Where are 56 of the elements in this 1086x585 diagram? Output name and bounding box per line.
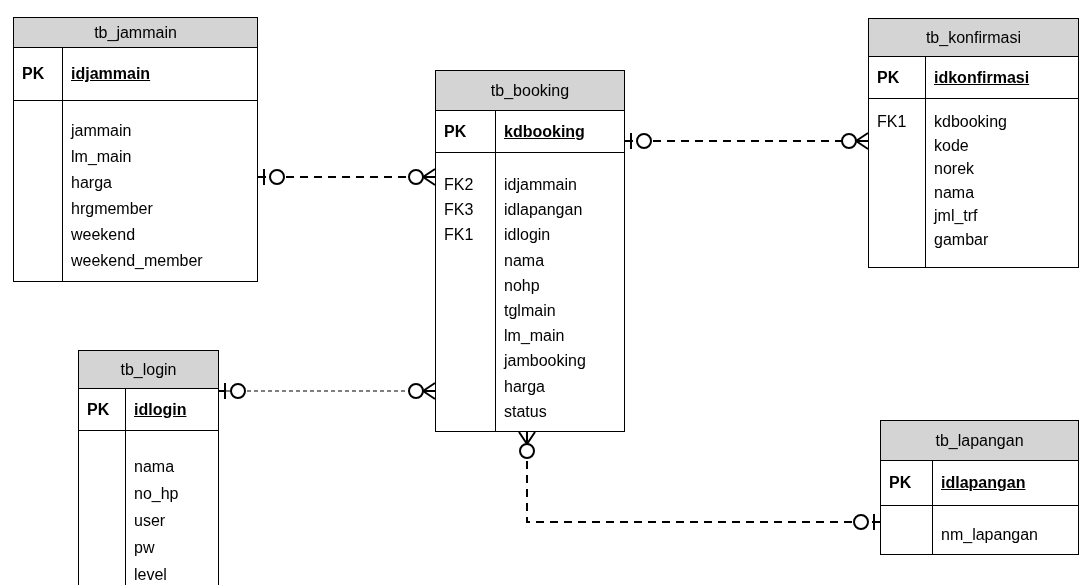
relationship-line [218, 382, 436, 400]
key-label: PK [22, 65, 46, 83]
field-name: nama [134, 457, 176, 477]
table-name: tb_booking [490, 81, 570, 100]
field-name: status [504, 401, 548, 422]
field-name: jml_trf [934, 206, 979, 227]
foreign-key-label: FK1 [444, 225, 475, 246]
key-label: PK [889, 474, 913, 492]
table-name: tb_jammain [94, 23, 177, 42]
key-label: PK [444, 122, 468, 141]
field-name: harga [71, 173, 113, 193]
key-label: PK [87, 400, 111, 419]
field-name: weekend [71, 225, 137, 245]
foreign-key-label: FK1 [877, 112, 908, 132]
relationship-line [518, 431, 881, 531]
table-entity [868, 18, 1079, 268]
primary-key-field: idjammain [71, 65, 151, 83]
table-name: tb_konfirmasi [925, 28, 1022, 47]
field-name: idlogin [504, 225, 552, 246]
table-entity [78, 350, 219, 585]
field-name: harga [504, 376, 546, 397]
primary-key-field: kdbooking [504, 122, 585, 141]
field-name: lm_main [504, 326, 566, 347]
field-name: nama [504, 250, 546, 271]
field-name: norek [934, 159, 976, 180]
field-name: pw [134, 538, 156, 558]
table-entity [880, 420, 1079, 555]
field-name: user [134, 511, 167, 531]
primary-key-field: idlapangan [941, 474, 1026, 492]
field-name: jambooking [504, 351, 586, 372]
field-name: jammain [71, 121, 133, 141]
foreign-key-label: FK3 [444, 200, 475, 221]
field-name: kode [934, 135, 970, 156]
field-name: hrgmember [71, 199, 154, 219]
field-name: weekend_member [71, 251, 203, 271]
foreign-key-label: FK2 [444, 175, 475, 195]
relationship-line [624, 132, 869, 150]
field-name: nm_lapangan [941, 525, 1038, 545]
primary-key-field: idlogin [134, 400, 187, 419]
primary-key-field: idkonfirmasi [934, 68, 1030, 87]
field-name: nama [934, 182, 976, 203]
field-name: kdbooking [934, 112, 1007, 132]
field-name: level [134, 565, 168, 585]
table-name: tb_lapangan [935, 431, 1024, 450]
key-label: PK [877, 68, 901, 87]
field-name: idlapangan [504, 200, 584, 221]
table-name: tb_login [120, 360, 177, 379]
field-name: tglmain [504, 300, 557, 321]
table-entity [435, 70, 625, 432]
field-name: nohp [504, 275, 541, 296]
relationship-line [257, 168, 436, 186]
field-name: no_hp [134, 484, 179, 504]
field-name: idjammain [504, 175, 578, 195]
field-name: gambar [934, 229, 990, 250]
table-entity [13, 17, 258, 282]
field-name: lm_main [71, 147, 133, 167]
